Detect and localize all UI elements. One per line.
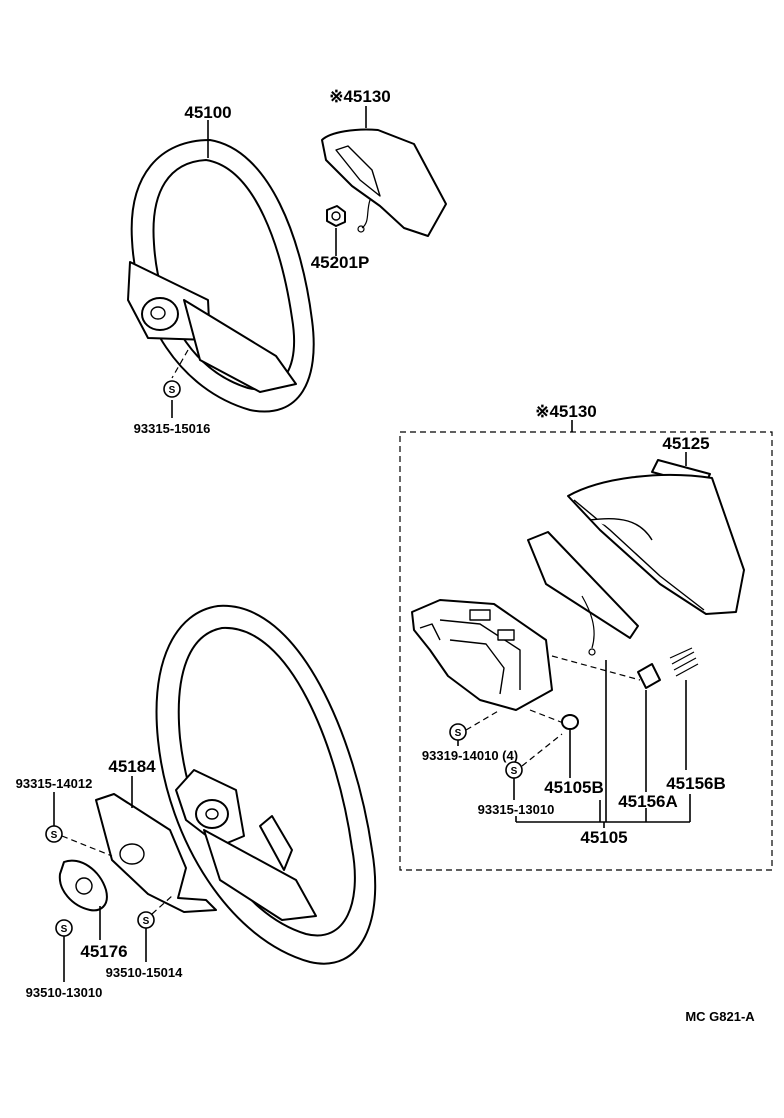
diagram-code: MC G821-A	[685, 1009, 755, 1024]
bushing-45105b	[561, 714, 579, 778]
svg-text:S: S	[169, 385, 176, 396]
svg-text:S: S	[455, 728, 462, 739]
label-45125: 45125	[662, 434, 709, 453]
label-45105: 45105	[580, 828, 627, 847]
horn-switch-assembly	[411, 599, 641, 725]
cover-plate-45184	[95, 776, 217, 913]
bracket-45105	[515, 660, 691, 828]
svg-text:S: S	[51, 830, 58, 841]
s-symbol-box-2: S	[505, 733, 563, 800]
label-93315-14012: 93315-14012	[16, 776, 93, 791]
label-45100: 45100	[184, 103, 231, 122]
horn-pad-box	[567, 473, 745, 615]
label-45130-upper: ※45130	[329, 87, 391, 106]
label-93319-14010: 93319-14010 (4)	[422, 748, 518, 763]
label-45105b: 45105B	[544, 778, 604, 797]
s-symbol-lower-2: S	[137, 895, 173, 962]
label-93510-15014: 93510-15014	[106, 965, 183, 980]
svg-text:S: S	[511, 766, 518, 777]
label-45201p: 45201P	[311, 253, 370, 272]
label-45156a: 45156A	[618, 792, 678, 811]
svg-text:S: S	[61, 924, 68, 935]
pad-assembly-box	[399, 431, 773, 871]
label-93315-15016: 93315-15016	[134, 421, 211, 436]
s-symbol-lower-1: S	[45, 792, 113, 857]
spring-45156b	[669, 647, 699, 770]
label-93510-13010: 93510-13010	[26, 985, 103, 1000]
s-symbol-lower-3: S	[55, 919, 73, 982]
steering-wheel-upper	[127, 139, 315, 413]
label-45156b: 45156B	[666, 774, 726, 793]
contact-plate	[527, 531, 639, 656]
svg-text:S: S	[143, 916, 150, 927]
label-45184: 45184	[108, 757, 156, 776]
label-45130-box: ※45130	[535, 402, 597, 421]
label-45176: 45176	[80, 942, 127, 961]
s-symbol-upper: S	[163, 380, 181, 398]
retainer-45176	[58, 859, 108, 940]
steering-wheel-lower	[155, 604, 377, 965]
s-symbol-box-1: S	[449, 709, 501, 746]
horn-pad-upper	[321, 128, 447, 237]
label-93315-13010: 93315-13010	[478, 802, 555, 817]
nut-45201p	[326, 205, 346, 256]
collar-45156a	[637, 663, 661, 792]
